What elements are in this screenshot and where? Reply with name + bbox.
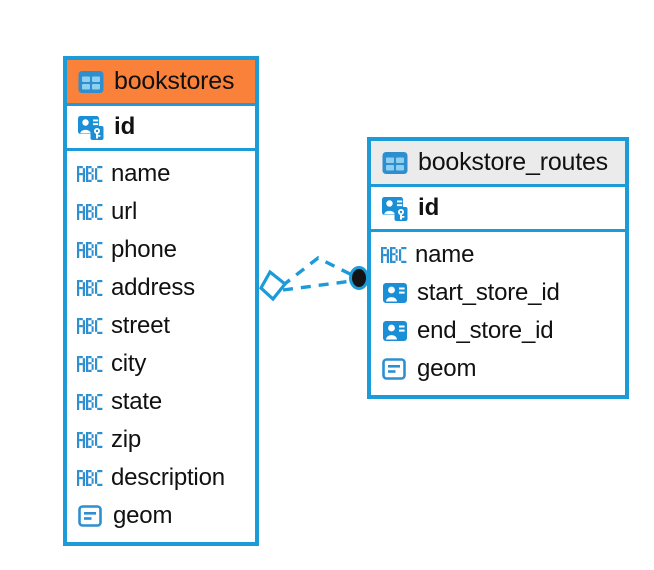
relationship-line-upper [280, 256, 357, 288]
table-icon [78, 70, 104, 93]
field-list-bookstores: name url [67, 151, 255, 540]
geometry-icon [382, 358, 406, 380]
geometry-icon [78, 505, 102, 527]
field-label: state [111, 388, 163, 415]
field-row[interactable]: state [67, 383, 255, 421]
field-row[interactable]: url [67, 193, 255, 231]
field-row[interactable]: zip [67, 421, 255, 459]
field-row[interactable]: street [67, 307, 255, 345]
relationship-circle-marker [349, 266, 369, 290]
relationship-line-lower [282, 279, 353, 292]
field-label: start_store_id [417, 279, 560, 306]
field-label: address [111, 274, 195, 301]
abc-text-icon [77, 394, 103, 410]
field-row[interactable]: city [67, 345, 255, 383]
primary-key-icon [78, 116, 104, 140]
abc-text-icon [77, 432, 103, 448]
abc-text-icon [77, 242, 103, 258]
field-row[interactable]: start_store_id [371, 274, 625, 312]
field-label: description [111, 464, 225, 491]
foreign-key-icon [383, 321, 407, 341]
field-label: name [415, 241, 475, 268]
primary-key-label-bookstore-routes: id [418, 194, 440, 221]
entity-header-bookstore-routes[interactable]: bookstore_routes [371, 141, 625, 187]
field-label: zip [111, 426, 142, 453]
abc-text-icon [77, 470, 103, 486]
primary-key-row-bookstore-routes[interactable]: id [371, 187, 625, 232]
entity-header-bookstores[interactable]: bookstores [67, 60, 255, 106]
field-list-bookstore-routes: name start_store_id [371, 232, 625, 393]
field-label: url [111, 198, 138, 225]
field-row[interactable]: description [67, 459, 255, 497]
primary-key-icon [382, 197, 408, 221]
field-row[interactable]: end_store_id [371, 312, 625, 350]
relationship-diamond-marker [258, 269, 288, 302]
abc-text-icon [77, 280, 103, 296]
abc-text-icon [77, 204, 103, 220]
field-row[interactable]: phone [67, 231, 255, 269]
primary-key-label-bookstores: id [114, 113, 136, 140]
abc-text-icon [77, 356, 103, 372]
entity-bookstores[interactable]: bookstores id [63, 56, 259, 546]
primary-key-row-bookstores[interactable]: id [67, 106, 255, 151]
field-row[interactable]: name [371, 236, 625, 274]
field-label: name [111, 160, 171, 187]
field-row[interactable]: geom [67, 497, 255, 535]
entity-bookstore-routes[interactable]: bookstore_routes id [367, 137, 629, 399]
table-icon [382, 151, 408, 174]
field-label: street [111, 312, 170, 339]
field-label: end_store_id [417, 317, 554, 344]
abc-text-icon [77, 318, 103, 334]
field-label: city [111, 350, 147, 377]
field-label: geom [417, 355, 477, 382]
foreign-key-icon [383, 283, 407, 303]
field-label: geom [113, 502, 173, 529]
entity-title-bookstore-routes: bookstore_routes [418, 148, 608, 176]
abc-text-icon [381, 247, 407, 263]
abc-text-icon [77, 166, 103, 182]
field-row[interactable]: name [67, 155, 255, 193]
field-row[interactable]: geom [371, 350, 625, 388]
field-row[interactable]: address [67, 269, 255, 307]
entity-title-bookstores: bookstores [114, 67, 235, 95]
field-label: phone [111, 236, 177, 263]
